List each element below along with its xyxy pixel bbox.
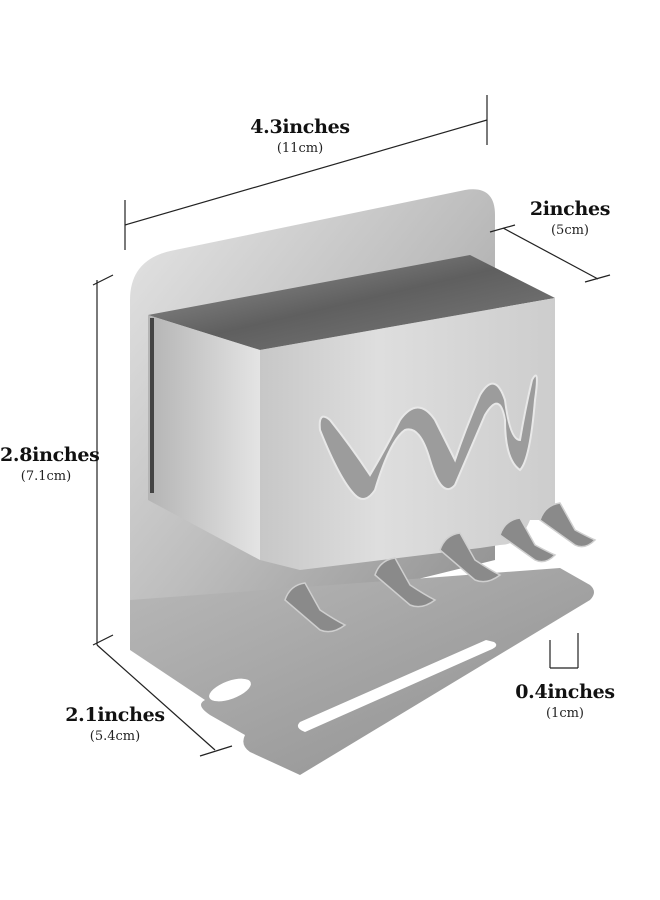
dimension-label-depth: 2inches (5cm) xyxy=(510,198,630,238)
height-cm: (7.1cm) xyxy=(20,469,72,484)
height-inches: 2.8inches xyxy=(0,444,100,466)
dimension-label-height: 2.8inches (7.1cm) xyxy=(0,444,100,484)
width-inches: 4.3inches xyxy=(250,116,350,138)
depth-inches: 2inches xyxy=(529,198,611,220)
box-side xyxy=(148,315,260,560)
box-inner xyxy=(148,255,555,350)
box-front xyxy=(260,298,555,570)
base-plate xyxy=(130,568,594,775)
dimension-label-width: 4.3inches (11cm) xyxy=(235,116,365,156)
dimension-label-slot: 0.4inches (1cm) xyxy=(505,681,625,721)
wave-cutout xyxy=(318,374,538,500)
slot-cm: (1cm) xyxy=(545,706,585,721)
dimension-label-base: 2.1inches (5.4cm) xyxy=(55,704,175,744)
base-cm: (5.4cm) xyxy=(89,729,141,744)
dimension-lines xyxy=(92,95,611,757)
slot-inches: 0.4inches xyxy=(515,681,615,703)
width-cm: (11cm) xyxy=(276,141,324,156)
base-inches: 2.1inches xyxy=(65,704,165,726)
hooks xyxy=(284,502,597,633)
depth-cm: (5cm) xyxy=(550,223,590,238)
